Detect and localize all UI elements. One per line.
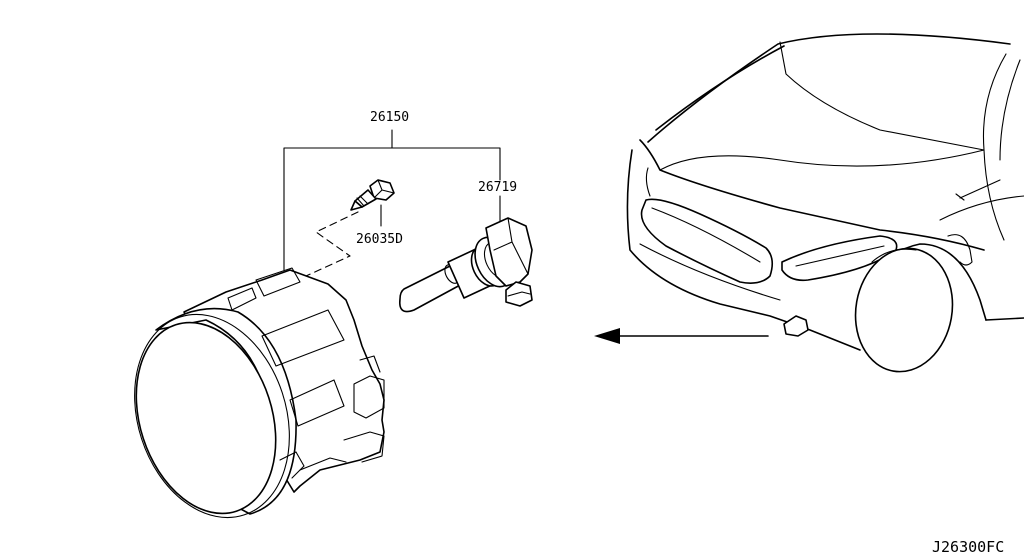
screw-icon	[350, 179, 395, 211]
callout-bracket-26150	[283, 129, 501, 271]
vehicle-front-outline	[626, 33, 1024, 373]
callout-26150: 26150	[370, 110, 409, 125]
diagram-code: J26300FC	[932, 538, 1004, 556]
callout-26035D: 26035D	[356, 232, 403, 247]
location-arrow	[594, 328, 769, 344]
fog-bulb-icon	[398, 217, 533, 313]
screw-leader-dashed	[305, 211, 359, 277]
callout-26719: 26719	[478, 180, 517, 195]
fog-lamp-housing	[134, 267, 385, 519]
